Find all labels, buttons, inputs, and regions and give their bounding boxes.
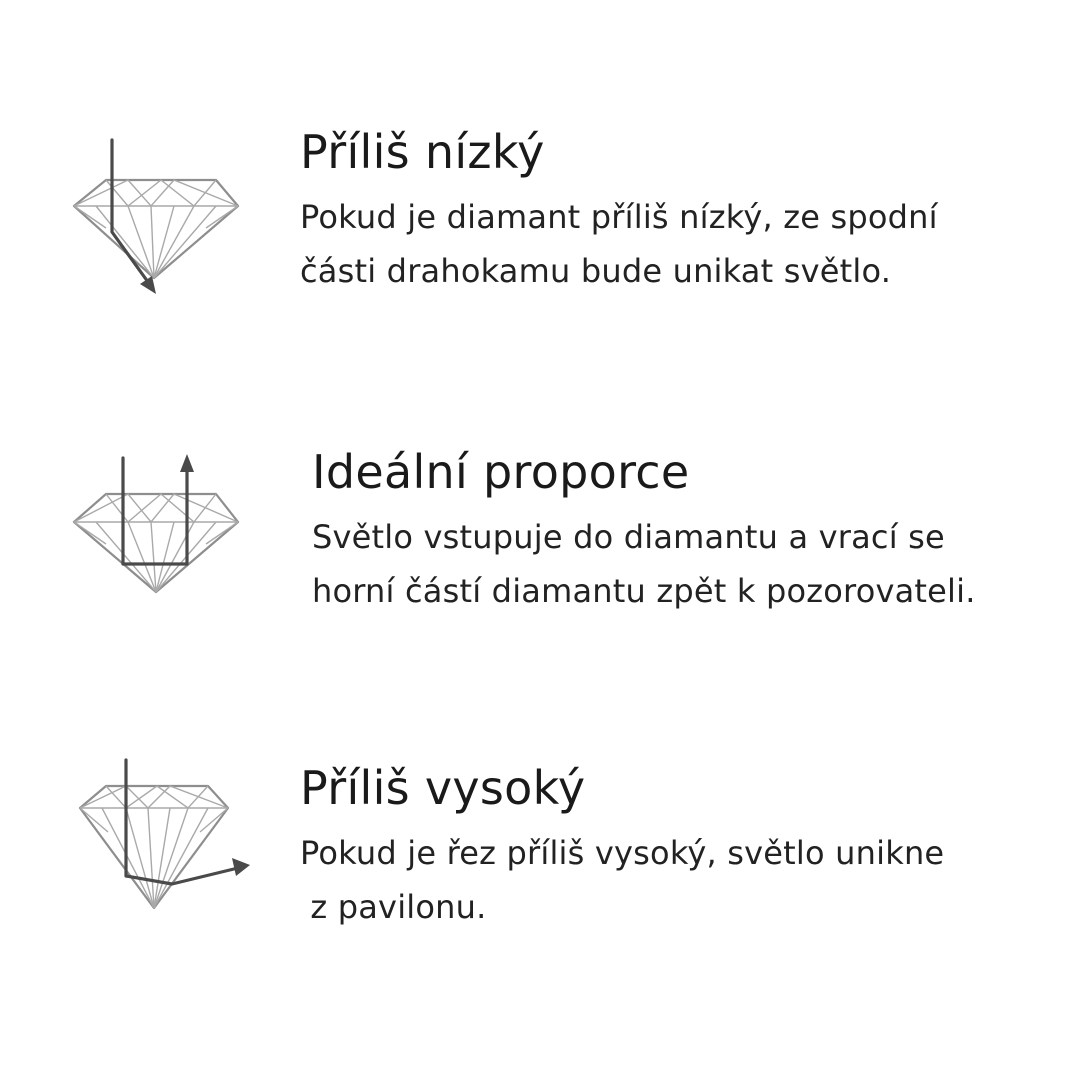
text-block-too-shallow: Příliš nízký Pokud je diamant příliš níz… — [300, 124, 938, 298]
text-block-too-deep: Příliš vysoký Pokud je řez příliš vysoký… — [300, 760, 944, 934]
shallow-cut-diamond-icon — [66, 128, 256, 308]
light-ray-deep — [124, 758, 250, 886]
section-description: Pokud je diamant příliš nízký, ze spodní… — [300, 190, 938, 298]
ideal-cut-diamond-icon — [66, 446, 256, 626]
section-title: Příliš nízký — [300, 125, 545, 179]
section-description: Světlo vstupuje do diamantu a vrací se h… — [312, 510, 976, 618]
description-line: z pavilonu. — [300, 888, 487, 926]
deep-cut-diamond-icon — [66, 746, 256, 926]
description-line: Světlo vstupuje do diamantu a vrací se — [312, 518, 945, 556]
section-title: Ideální proporce — [312, 445, 690, 499]
text-block-ideal: Ideální proporce Světlo vstupuje do diam… — [312, 444, 976, 618]
section-title: Příliš vysoký — [300, 761, 586, 815]
description-line: části drahokamu bude unikat světlo. — [300, 252, 892, 290]
light-ray-shallow — [110, 138, 156, 294]
light-ray-ideal — [121, 454, 194, 566]
description-line: horní částí diamantu zpět k pozorovateli… — [312, 572, 976, 610]
description-line: Pokud je řez příliš vysoký, světlo unikn… — [300, 834, 945, 872]
section-description: Pokud je řez příliš vysoký, světlo unikn… — [300, 826, 944, 934]
description-line: Pokud je diamant příliš nízký, ze spodní — [300, 198, 938, 236]
